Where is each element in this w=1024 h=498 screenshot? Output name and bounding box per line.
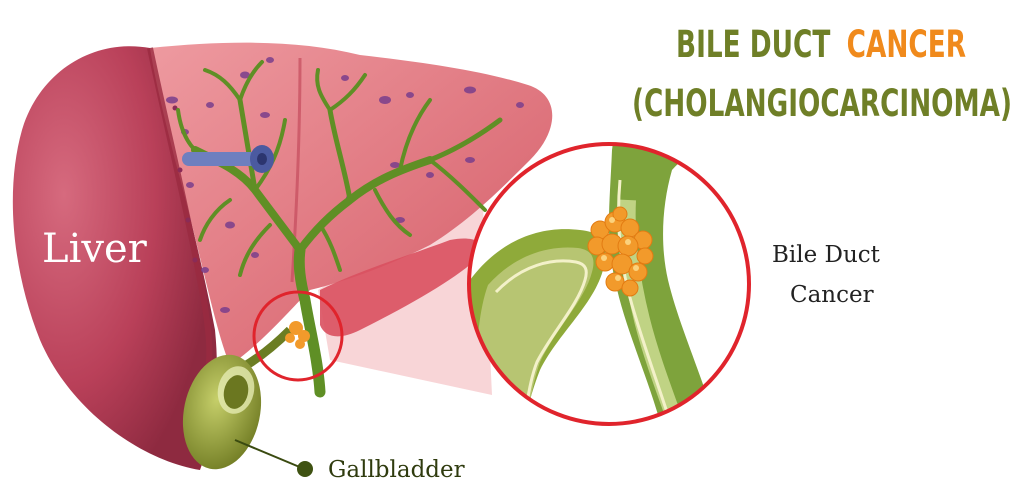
tumor-highlights [601,217,639,281]
duct-branch [238,223,272,277]
tumor-shine [633,265,639,271]
cell [206,102,214,108]
bile-duct-cancer-label-line2: Cancer [790,282,874,308]
tumor-cell [636,247,654,265]
dot [177,167,183,173]
tumor-blob [295,339,305,349]
duct-branch [203,68,242,102]
tumor-highlight-circle [252,290,344,382]
duct-branch [237,97,258,193]
gallbladder-inner [223,375,249,409]
tumor-blob [285,333,295,343]
duct-branch [176,108,197,152]
tumor-shine [615,275,621,281]
dot [185,217,191,223]
liver-dots [172,105,198,263]
tumor-blob [289,321,303,335]
cell [166,96,178,104]
tumor-cell [621,279,639,297]
zoom-duct-left-wall-line [494,259,588,424]
cell [186,182,194,188]
cell [390,162,400,168]
cell [465,157,475,163]
liver-lower-lobe [320,238,485,337]
cell [341,75,349,81]
tumor-shine [609,217,615,223]
portal-vein [182,145,274,173]
duct-branch [238,60,264,102]
duct-branch [327,107,353,203]
duct-branch [315,68,332,112]
cell [201,267,209,273]
duct-branch [427,117,503,163]
tumor-cell [611,253,633,275]
liver-cells [166,57,524,313]
cell [406,92,414,98]
duct-branch [318,223,342,272]
dot [192,257,198,263]
duct-branch [398,98,432,172]
cell [220,307,230,313]
page-title-line1: BILE DUCT CANCER [676,23,966,66]
tumor-cell [605,272,625,292]
liver-outer-lobe [12,46,217,470]
liver-fold-line [147,47,213,381]
portal-vein-body [182,152,262,166]
duct-branch [428,158,487,212]
cell [251,252,259,258]
tumor-shine [601,255,607,261]
cell [426,172,434,178]
gallbladder-label: Gallbladder [328,457,465,483]
cell [379,96,391,104]
duct-branch [373,188,412,237]
tumor-large [587,206,654,297]
bile-duct-tree [176,60,503,398]
bile-duct-cancer-label-line1: Bile Duct [772,242,881,268]
tumor-shine [625,239,631,245]
tumor-cell [628,262,648,282]
cell [225,221,235,229]
tumor-small [285,321,310,349]
title-cancer: CANCER [847,23,966,66]
page-title-line2: (CHOLANGIOCARCINOMA) [632,82,1012,125]
common-bile-duct [293,244,326,398]
title-bile-duct: BILE DUCT [676,23,831,66]
duct-branch [328,73,367,112]
gallbladder-pointer-dot [297,461,313,477]
cell [266,57,274,63]
cell [240,71,250,79]
tumor-cell [612,206,628,222]
cell [464,86,476,94]
gallbladder-pointer-line [234,439,303,469]
liver-label: Liver [42,226,148,272]
zoom-border [467,142,751,426]
cell [260,112,270,118]
duct-branch [198,198,232,242]
tumor-blob [298,330,310,342]
cell [516,102,524,108]
liver-ridge-line [290,57,302,283]
portal-vein-inner [257,153,267,165]
